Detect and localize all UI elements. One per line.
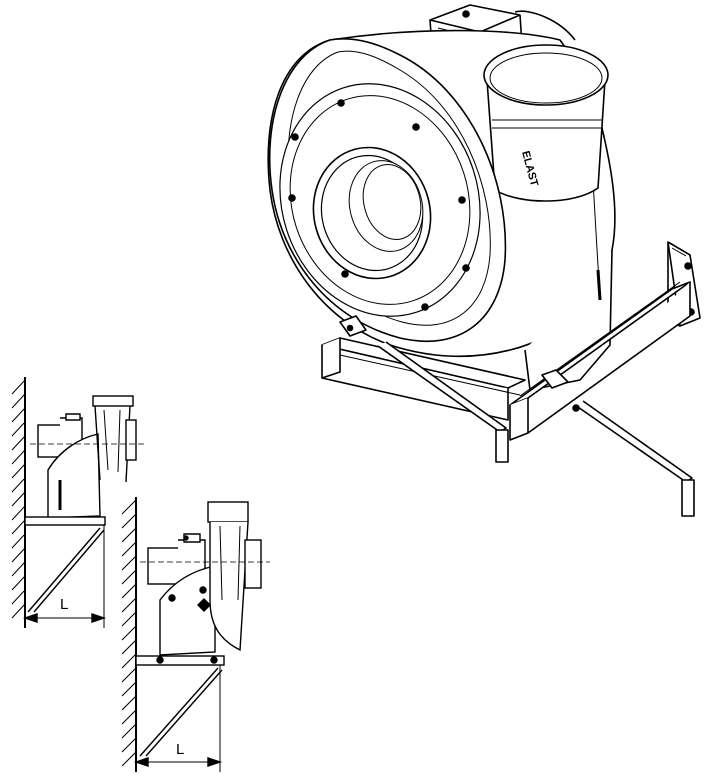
isometric-fan-assembly: ELAST bbox=[267, 4, 701, 517]
inlet-pipe bbox=[312, 146, 432, 280]
dimension-2: L bbox=[133, 741, 223, 767]
wall-hatching-2 bbox=[121, 497, 137, 772]
fan-side-2 bbox=[140, 501, 270, 656]
dimension-label-1: L bbox=[60, 596, 68, 613]
bracket-arm-right bbox=[509, 281, 695, 517]
dimension-1: L bbox=[22, 596, 107, 623]
side-view-2: L bbox=[121, 497, 270, 772]
bracket-arm-left bbox=[321, 315, 526, 463]
fan-side-1 bbox=[30, 395, 145, 519]
dimension-label-2: L bbox=[176, 741, 184, 758]
wall-hatching-1 bbox=[11, 377, 26, 628]
side-view-1: L bbox=[11, 377, 145, 628]
bracket-1 bbox=[24, 516, 106, 628]
bracket-2 bbox=[135, 655, 225, 772]
outlet-duct: ELAST bbox=[483, 44, 609, 202]
